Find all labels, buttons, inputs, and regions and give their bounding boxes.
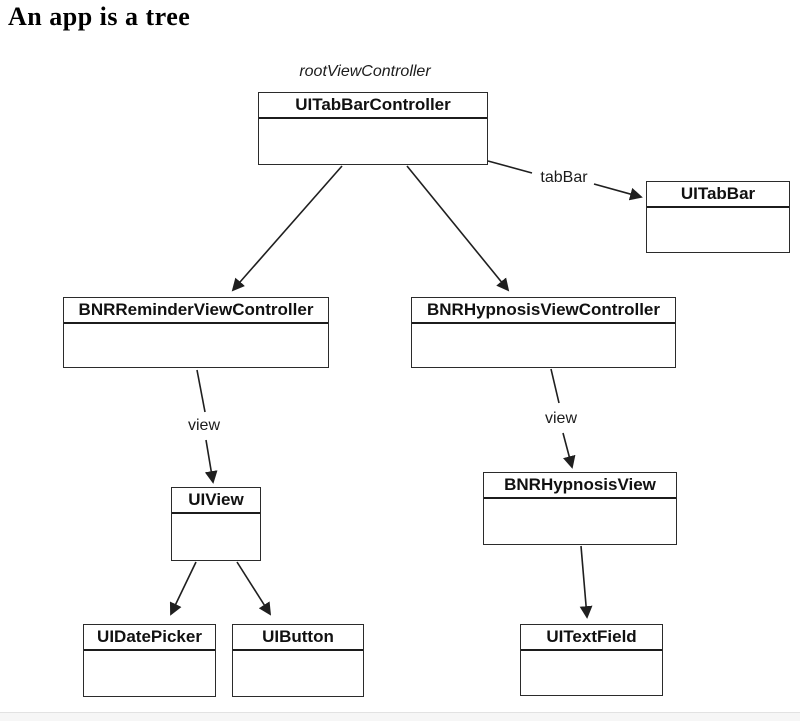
node-uibutton-label: UIButton <box>233 625 363 651</box>
node-uitabbar-label: UITabBar <box>647 182 789 208</box>
node-bnrhypnosisview-label: BNRHypnosisView <box>484 473 676 499</box>
node-bnrhypnosisviewcontroller: BNRHypnosisViewController <box>411 297 676 368</box>
annotation-root-view-controller: rootViewController <box>299 63 431 80</box>
node-uiview-label: UIView <box>172 488 260 514</box>
edge-view-to-hypnosisview-arrow <box>562 432 576 469</box>
edge-uiview-to-datepicker-arrow <box>169 561 197 616</box>
edge-tabbarcontroller-to-hypnosiscontroller-arrow <box>406 165 510 292</box>
bottom-edge-bar <box>0 712 800 721</box>
node-bnrhypnosisview: BNRHypnosisView <box>483 472 677 545</box>
node-bnrreminderviewcontroller-label: BNRReminderViewController <box>64 298 328 324</box>
node-bnrreminderviewcontroller: BNRReminderViewController <box>63 297 329 368</box>
node-uiview: UIView <box>171 487 261 561</box>
edge-hypnosisview-to-textfield-arrow <box>579 545 593 619</box>
node-uitabbarcontroller-label: UITabBarController <box>259 93 487 119</box>
node-uidatepicker: UIDatePicker <box>83 624 216 697</box>
node-uitabbar: UITabBar <box>646 181 790 253</box>
annotation-view-right: view <box>544 410 577 427</box>
node-bnrhypnosisviewcontroller-label: BNRHypnosisViewController <box>412 298 675 324</box>
edge-reminder-view-leader-line <box>196 369 206 413</box>
edge-tabbar-leader-line <box>487 160 533 174</box>
edge-tabbarcontroller-to-reminder-arrow <box>231 165 343 292</box>
edge-tabbar-arrow <box>593 183 643 201</box>
edge-view-to-uiview-arrow <box>204 439 218 484</box>
annotation-view-left: view <box>187 417 220 434</box>
edge-hypnosiscontroller-view-leader-line <box>550 368 560 404</box>
node-uibutton: UIButton <box>232 624 364 697</box>
annotation-tab-bar: tabBar <box>540 169 588 186</box>
page-title: An app is a tree <box>8 2 191 31</box>
node-uitextfield-label: UITextField <box>521 625 662 651</box>
node-uidatepicker-label: UIDatePicker <box>84 625 215 651</box>
node-uitabbarcontroller: UITabBarController <box>258 92 488 165</box>
edge-uiview-to-button-arrow <box>236 561 272 616</box>
node-uitextfield: UITextField <box>520 624 663 696</box>
